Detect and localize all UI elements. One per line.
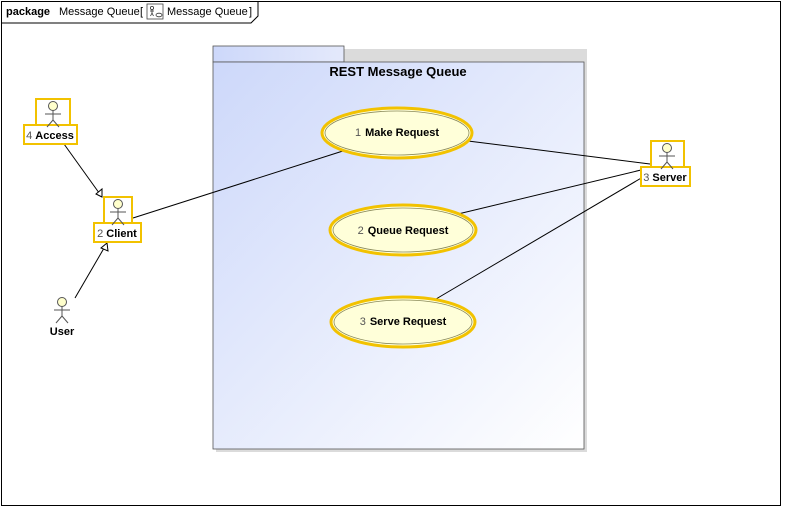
actor-name: User [50, 326, 75, 338]
usecase-name: Queue Request [368, 225, 449, 237]
actor-name: Access [35, 130, 74, 142]
frame-keyword: package [6, 6, 50, 18]
actor-stick-figure-icon [54, 297, 70, 324]
usecase-label: 2 Queue Request [358, 225, 449, 237]
usecase-queue-request[interactable]: 2 Queue Request [328, 203, 478, 257]
actor-number: 3 [643, 172, 649, 184]
generalization-access-client[interactable] [63, 143, 103, 198]
relationships [63, 140, 651, 300]
actor-user[interactable]: User [50, 297, 75, 339]
frame-name: Message Queue [59, 6, 140, 18]
actor-name: Client [106, 228, 137, 240]
actor-stick-figure-icon [110, 199, 126, 226]
association-queue-request-server[interactable] [457, 169, 642, 215]
actor-stick-figure-icon [45, 101, 61, 128]
usecase-name: Make Request [365, 127, 439, 139]
frame-bracket-open: [ [140, 6, 143, 18]
association-client-make-request[interactable] [132, 149, 347, 219]
usecase-number: 1 [355, 127, 361, 139]
boundary-title: REST Message Queue [329, 64, 466, 79]
usecase-number: 3 [360, 316, 366, 328]
association-make-request-server[interactable] [467, 140, 651, 165]
generalization-user-client[interactable] [74, 242, 108, 299]
actor-number: 2 [97, 228, 103, 240]
usecase-label: 3 Serve Request [360, 316, 447, 328]
actor-stick-figure-icon [659, 143, 675, 170]
actor-number: 4 [26, 130, 32, 142]
usecase-name: Serve Request [370, 316, 447, 328]
generalization-arrowhead [95, 187, 103, 198]
usecase-serve-request[interactable]: 3 Serve Request [329, 295, 477, 349]
frame-diagram-name: Message Queue [167, 6, 248, 18]
frame-bracket-close: ] [249, 6, 252, 18]
usecase-diagram-icon [146, 3, 164, 20]
usecase-label: 1 Make Request [355, 127, 439, 139]
association-serve-request-server[interactable] [435, 176, 644, 300]
usecase-number: 2 [358, 225, 364, 237]
usecase-make-request[interactable]: 1 Make Request [320, 106, 474, 160]
generalization-arrowhead [100, 242, 109, 252]
frame-header [1, 1, 259, 24]
actor-name: Server [652, 172, 687, 184]
boundary-tab [212, 45, 345, 63]
